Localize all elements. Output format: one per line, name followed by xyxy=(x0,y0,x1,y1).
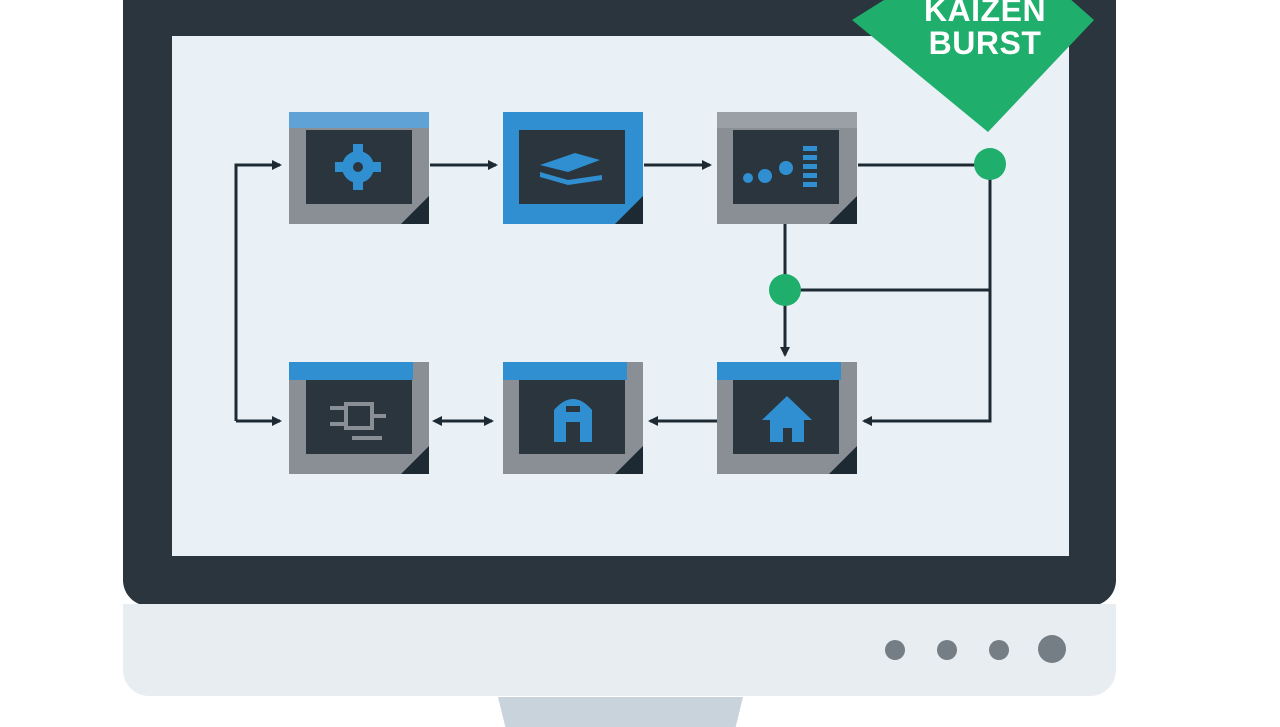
kaizen-burst-line1: KAIZEN xyxy=(923,0,1047,28)
connectors xyxy=(234,160,992,426)
figure-icon xyxy=(554,399,592,442)
power-button[interactable] xyxy=(1038,635,1066,663)
step-1-box[interactable] xyxy=(289,112,429,224)
circuit-icon xyxy=(330,402,386,440)
indicator-dot xyxy=(937,640,957,660)
step-4-box[interactable] xyxy=(289,362,429,474)
step-3-box[interactable] xyxy=(717,112,857,224)
home-icon xyxy=(762,396,812,442)
connector-node-6 xyxy=(862,177,992,426)
kaizen-burst-label: KAIZEN BURST xyxy=(890,0,1080,60)
step-5-box[interactable] xyxy=(503,362,643,474)
kaizen-node-mid xyxy=(769,274,801,306)
kaizen-burst-line2: BURST xyxy=(928,25,1042,61)
chart-icon xyxy=(743,146,817,187)
indicator-dot xyxy=(885,640,905,660)
gear-icon xyxy=(335,144,381,190)
connector-loop-top xyxy=(234,160,282,421)
step-6-box[interactable] xyxy=(717,362,857,474)
kaizen-burst-badge xyxy=(852,0,1094,132)
step-2-box[interactable] xyxy=(503,112,643,224)
indicator-dot xyxy=(989,640,1009,660)
layers-icon xyxy=(540,153,602,185)
kaizen-node-top xyxy=(974,148,1006,180)
